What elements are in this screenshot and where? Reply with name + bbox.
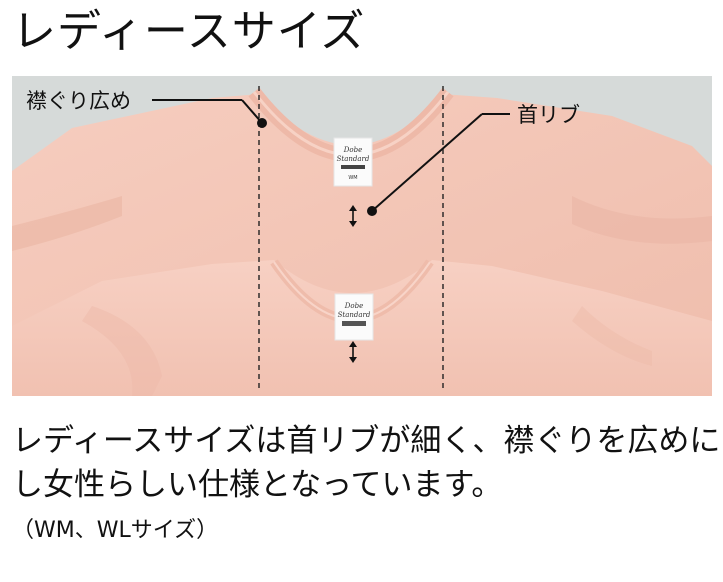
callout-collar-label: 襟ぐり広め — [26, 89, 131, 113]
product-photo: Dobe Standard WM Dobe Standard 襟ぐり広め — [12, 76, 712, 396]
sleeve-shadow-right — [572, 196, 712, 244]
callout-collar: 襟ぐり広め — [26, 89, 267, 128]
back-neck-label: Dobe Standard WM — [333, 137, 373, 187]
front-rib-width-arrow — [349, 341, 357, 363]
front-neck-label: Dobe Standard — [334, 293, 374, 341]
svg-text:Standard: Standard — [338, 311, 371, 319]
back-rib-width-arrow — [349, 205, 357, 227]
sleeve-shadow-left — [12, 196, 122, 251]
page-title: レディースサイズ — [12, 6, 366, 57]
svg-text:Standard: Standard — [337, 155, 370, 163]
front-shirt-fold — [82, 306, 162, 396]
callout-rib-label: 首リブ — [517, 103, 580, 127]
svg-text:Dobe: Dobe — [344, 302, 363, 310]
svg-text:WM: WM — [348, 175, 357, 181]
description-line-1: レディースサイズは首リブが細く、襟ぐりを広めに — [12, 423, 721, 459]
size-note: （WM、WLサイズ） — [12, 518, 219, 543]
callout-rib: 首リブ — [367, 103, 580, 216]
description-line-2: し女性らしい仕様となっています。 — [12, 467, 503, 503]
svg-text:Dobe: Dobe — [343, 146, 362, 154]
